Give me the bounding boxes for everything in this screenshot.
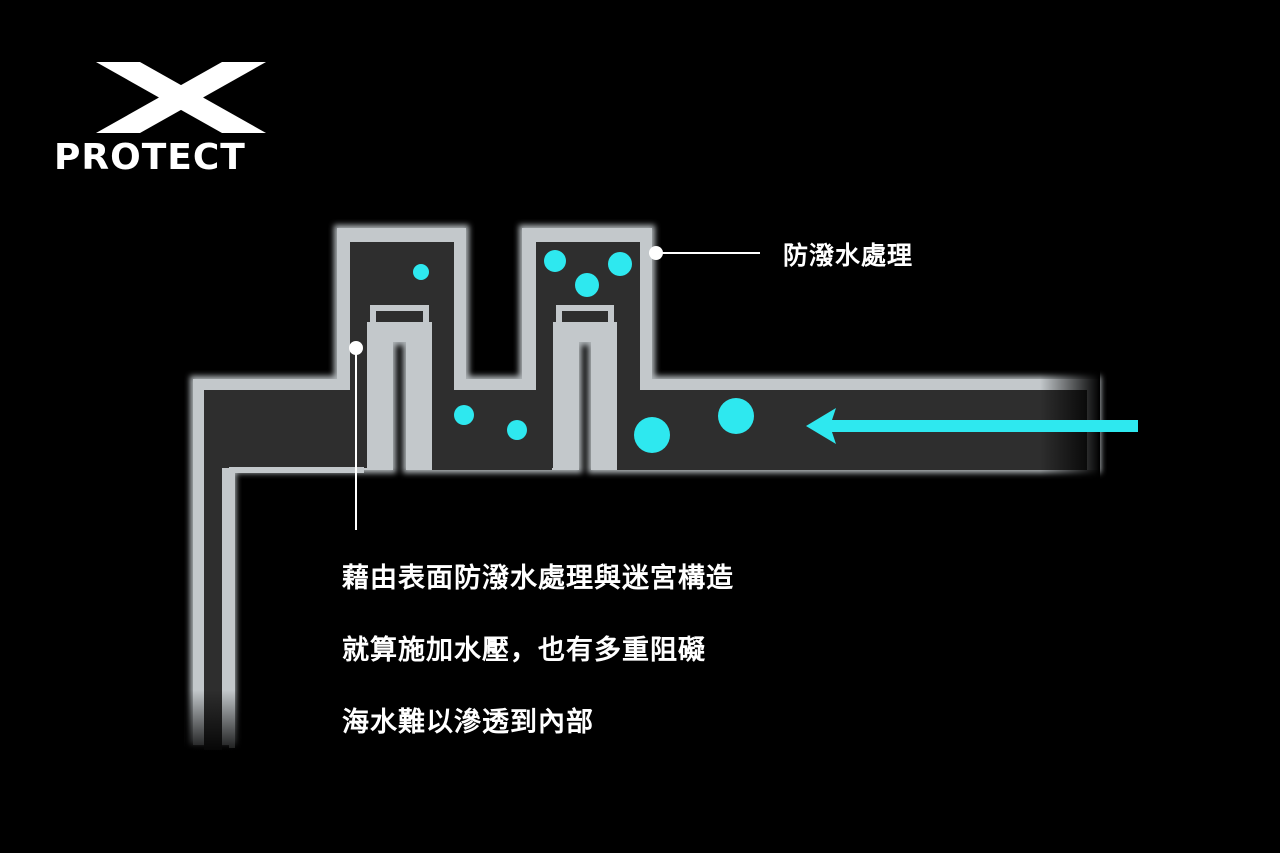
water-droplet xyxy=(454,405,474,425)
water-droplet xyxy=(608,252,632,276)
arrow-left-icon xyxy=(806,408,1138,444)
channel-edge xyxy=(193,228,1098,745)
channel-fade-bottom xyxy=(185,690,255,760)
water-droplet xyxy=(575,273,599,297)
water-droplet xyxy=(634,417,670,453)
water-droplets xyxy=(413,250,754,453)
water-droplet xyxy=(544,250,566,272)
description-line-3: 海水難以滲透到內部 xyxy=(342,707,594,738)
description-line-2: 就算施加水壓，也有多重阻礙 xyxy=(342,635,706,666)
channel-inner-walls xyxy=(229,305,614,748)
logo-wordmark: PROTECT xyxy=(54,137,246,178)
water-droplet xyxy=(507,420,527,440)
x-logo-icon xyxy=(96,62,266,133)
water-droplet xyxy=(413,264,429,280)
callout-labyrinth-pointer xyxy=(349,341,363,530)
callout-treatment-label: 防潑水處理 xyxy=(783,241,914,270)
callout-treatment-pointer xyxy=(649,246,760,260)
description-line-1: 藉由表面防潑水處理與迷宮構造 xyxy=(342,563,734,594)
water-droplet xyxy=(718,398,754,434)
